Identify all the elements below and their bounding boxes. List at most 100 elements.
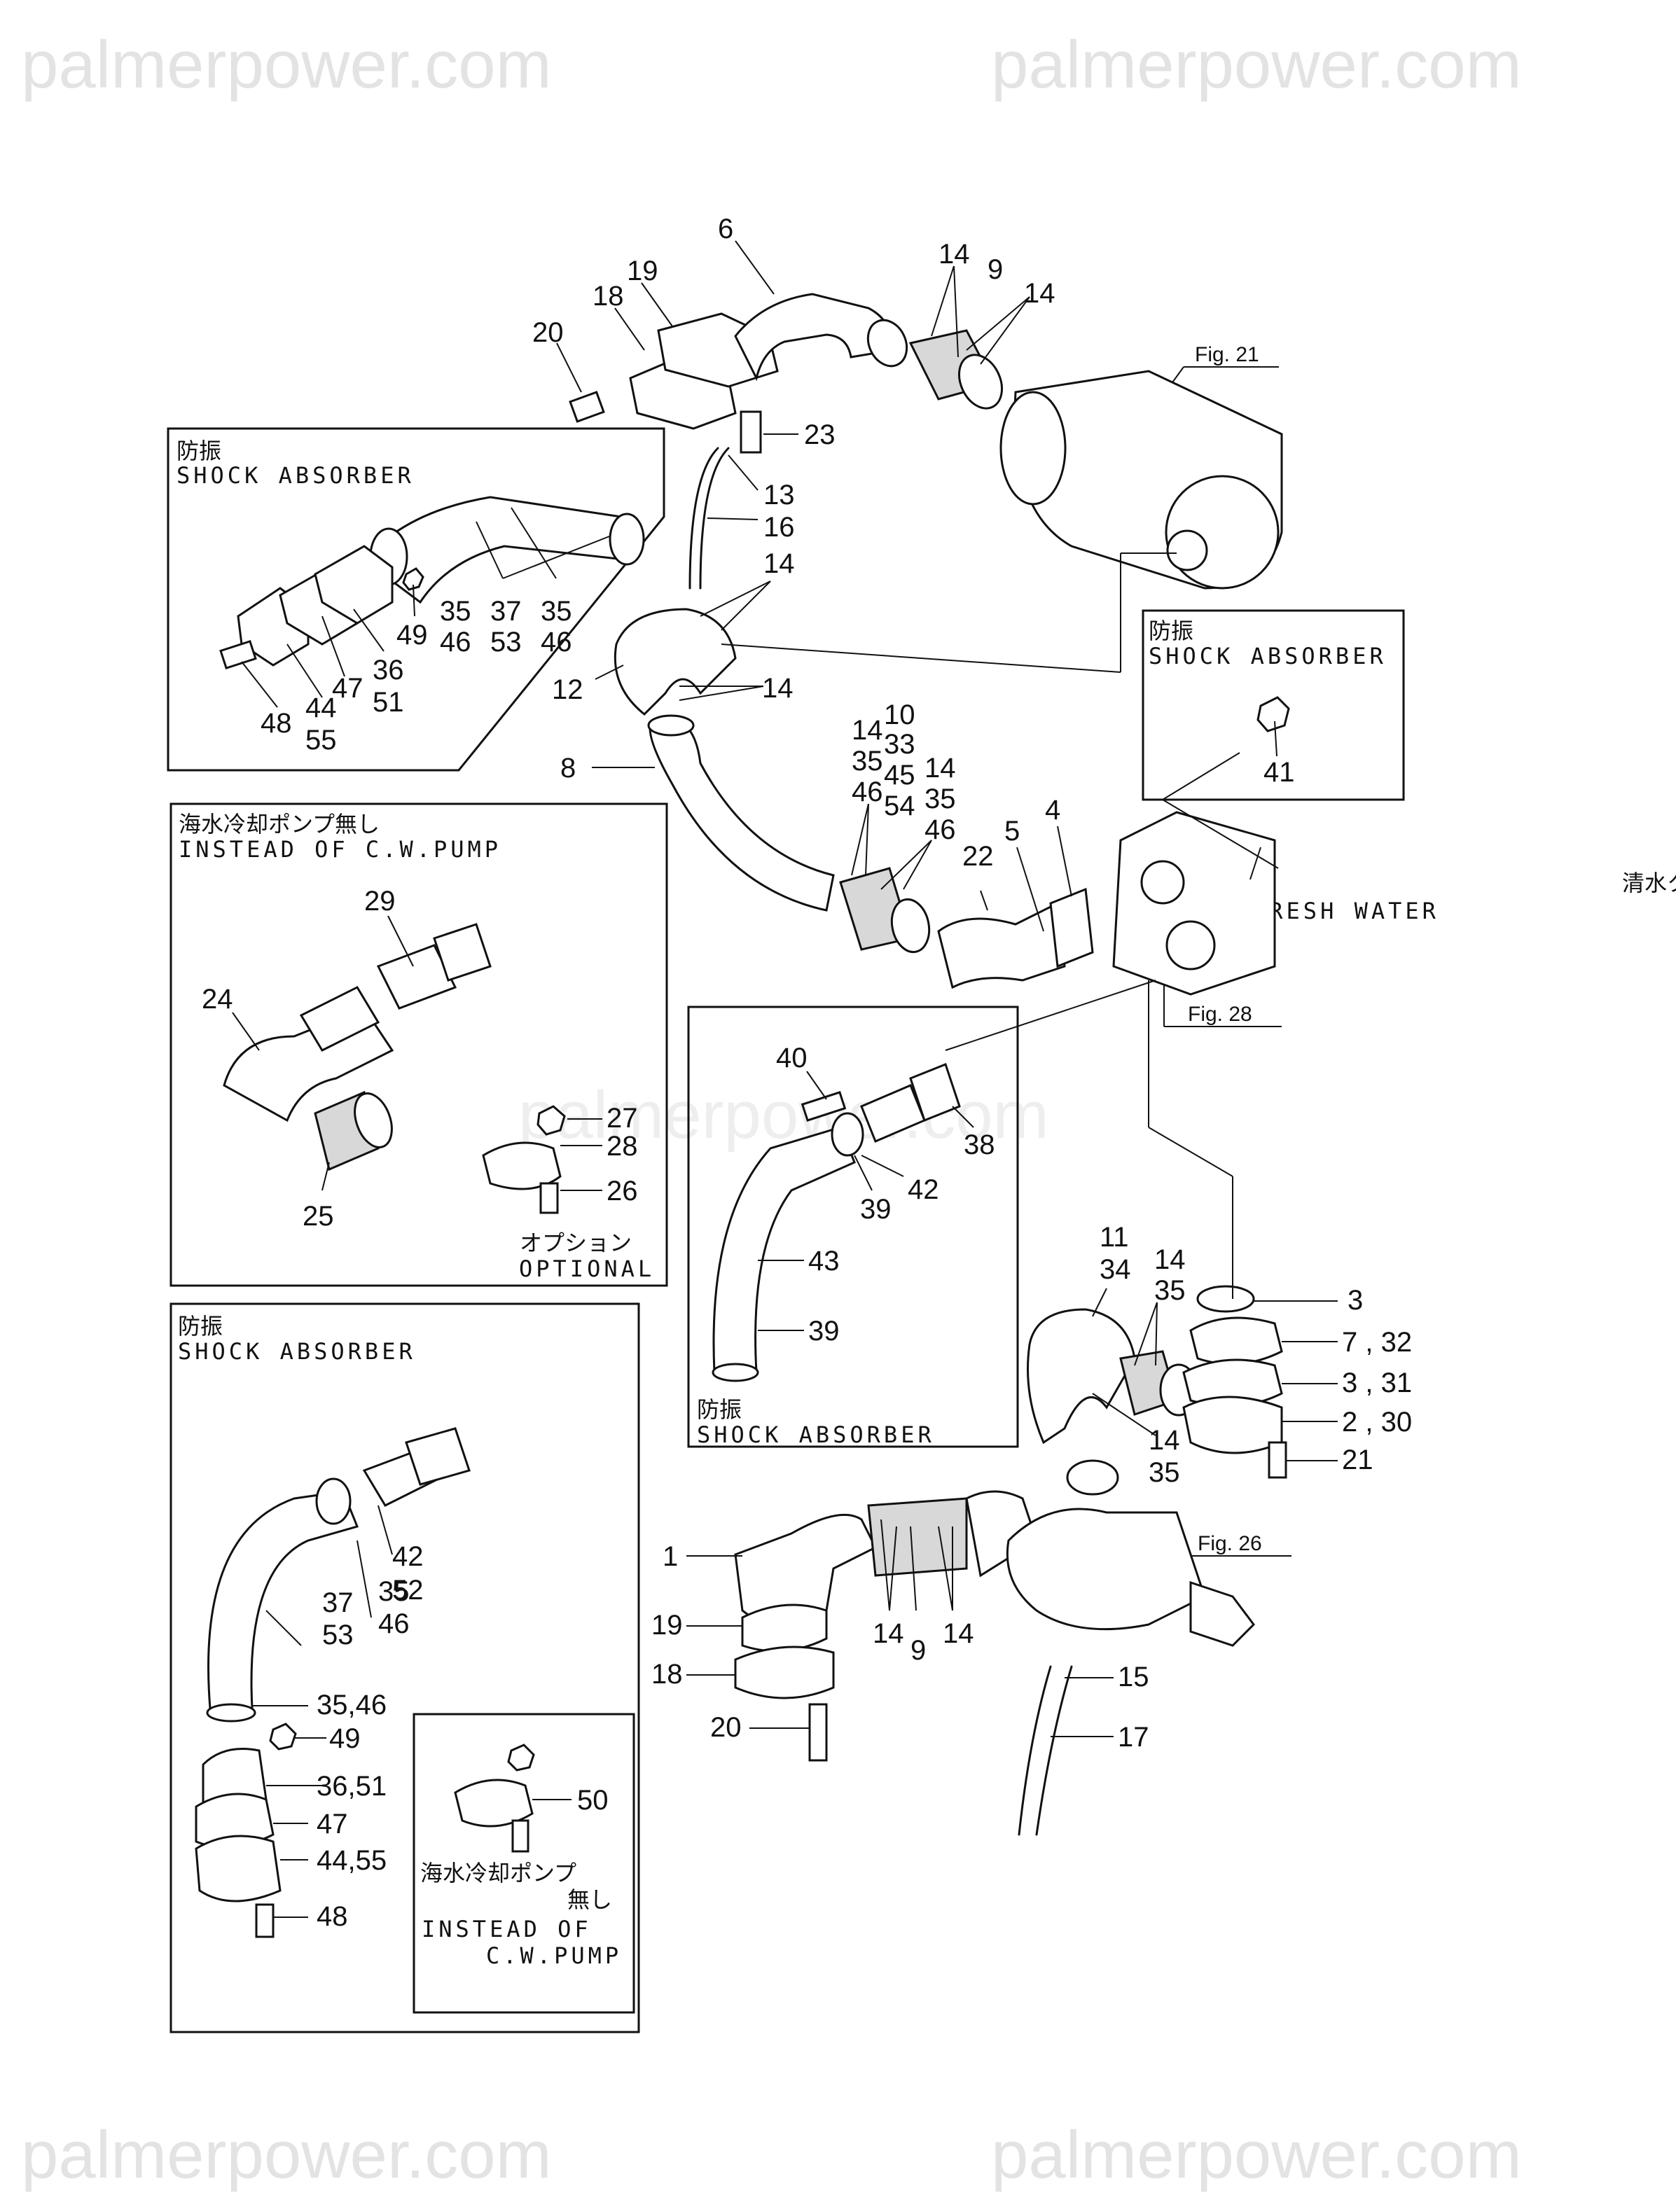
bolt-48 bbox=[219, 639, 257, 670]
flange-4 bbox=[1049, 887, 1094, 968]
sensor-23 bbox=[740, 410, 762, 454]
plate-50 bbox=[454, 1779, 534, 1828]
figure-references: Fig. 21 Fig. 28 Fig. 26 bbox=[1124, 343, 1291, 1565]
watermarks: palmerpower.com palmerpower.com palmerpo… bbox=[21, 27, 1522, 2192]
callout-29: 29 bbox=[364, 886, 396, 917]
callout-14: 14 bbox=[873, 1618, 904, 1649]
callout-27: 27 bbox=[607, 1103, 638, 1134]
callout-20: 20 bbox=[710, 1712, 742, 1743]
hose-35-right bbox=[609, 513, 645, 566]
nut-41 bbox=[1256, 696, 1290, 732]
callout-35: 35 bbox=[924, 784, 956, 814]
callout-42: 42 bbox=[908, 1174, 939, 1205]
callout-7-32: 7 , 32 bbox=[1342, 1327, 1412, 1358]
instead-of-pump-box bbox=[169, 802, 668, 1287]
callout-51: 51 bbox=[373, 687, 404, 718]
callout-43: 43 bbox=[808, 1246, 840, 1277]
fresh-water-cooler-housing bbox=[1112, 811, 1276, 996]
callout-35: 35 bbox=[541, 596, 572, 627]
callout-26: 26 bbox=[607, 1176, 638, 1206]
bolt-21 bbox=[1268, 1441, 1287, 1479]
flange-44-55 bbox=[195, 1835, 282, 1903]
tube-17 bbox=[1018, 1665, 1052, 1836]
callout-46: 46 bbox=[440, 627, 471, 658]
watermark-bottom-right: palmerpower.com bbox=[991, 2117, 1522, 2192]
callout-19: 19 bbox=[627, 256, 658, 286]
caption-shock-jp-2: 防振 bbox=[1149, 618, 1193, 644]
caption-fresh-en: FRESH WATER bbox=[1252, 898, 1439, 924]
callout-14: 14 bbox=[1149, 1425, 1180, 1456]
callout-35-46: 35,46 bbox=[317, 1690, 387, 1720]
hose-9-bottom bbox=[867, 1497, 968, 1577]
callout-46: 46 bbox=[924, 814, 956, 845]
plate-28 bbox=[482, 1141, 562, 1190]
callout-19: 19 bbox=[651, 1610, 683, 1641]
gasket-7 bbox=[1189, 1316, 1283, 1365]
caption-instead-en-a: INSTEAD OF bbox=[422, 1916, 592, 1942]
callout-45: 45 bbox=[884, 760, 915, 791]
hose-39-bottom bbox=[712, 1363, 759, 1382]
callout-33: 33 bbox=[884, 729, 915, 760]
cooler-end-cap bbox=[999, 391, 1067, 506]
callout-21: 21 bbox=[1342, 1445, 1373, 1475]
callout-38: 38 bbox=[964, 1129, 995, 1160]
elbow-12 bbox=[614, 608, 737, 716]
callout-50: 50 bbox=[577, 1785, 609, 1816]
callout-14: 14 bbox=[924, 753, 956, 784]
callout-36-51: 36,51 bbox=[317, 1771, 387, 1802]
callout-41: 41 bbox=[1263, 757, 1295, 788]
watermark-top-left: palmerpower.com bbox=[21, 27, 552, 102]
callout-numbers: 6 19 18 20 14 9 14 23 13 16 14 12 14 8 3… bbox=[202, 214, 1412, 1932]
caption-optional-jp: オプション bbox=[520, 1230, 632, 1256]
caption-instead-jp-a: 海水冷却ポンプ bbox=[420, 1860, 576, 1886]
callout-52: 52 bbox=[392, 1575, 424, 1606]
callout-16: 16 bbox=[763, 512, 795, 543]
callout-4: 4 bbox=[1045, 795, 1060, 826]
callout-2-30: 2 , 30 bbox=[1342, 1407, 1412, 1438]
callout-28: 28 bbox=[607, 1131, 638, 1162]
fig-26-label: Fig. 26 bbox=[1198, 1532, 1262, 1555]
bolt-20-top bbox=[569, 391, 605, 423]
elbow-1 bbox=[734, 1513, 878, 1633]
callout-14: 14 bbox=[943, 1618, 974, 1649]
callout-54: 54 bbox=[884, 791, 915, 821]
pump-inlet bbox=[1066, 1459, 1119, 1496]
callout-9: 9 bbox=[910, 1635, 926, 1666]
callout-37: 37 bbox=[322, 1587, 354, 1618]
callout-40: 40 bbox=[776, 1043, 808, 1073]
callout-3-31: 3 , 31 bbox=[1342, 1368, 1412, 1398]
callout-53: 53 bbox=[322, 1620, 354, 1650]
watermark-bottom-left: palmerpower.com bbox=[21, 2117, 552, 2192]
callout-1: 1 bbox=[663, 1541, 678, 1572]
callout-18: 18 bbox=[593, 281, 624, 312]
pipe-bottom bbox=[965, 1490, 1038, 1578]
callout-22: 22 bbox=[962, 841, 994, 872]
callout-35: 35 bbox=[1154, 1275, 1186, 1306]
callout-8: 8 bbox=[560, 753, 576, 784]
inset-frames bbox=[167, 427, 1405, 2033]
callout-6: 6 bbox=[718, 214, 733, 244]
instead-of-pump-subbox bbox=[413, 1713, 635, 2014]
callout-13: 13 bbox=[763, 480, 795, 510]
gasket-38 bbox=[909, 1063, 961, 1122]
callout-14: 14 bbox=[1024, 278, 1055, 309]
caption-shock-en-1: SHOCK ABSORBER bbox=[176, 462, 415, 489]
callout-46: 46 bbox=[852, 777, 883, 807]
caption-instead-en-b: C.W.PUMP bbox=[486, 1942, 622, 1969]
caption-instead-jp-b: 無し bbox=[567, 1886, 612, 1913]
flange-2 bbox=[1182, 1396, 1283, 1454]
caption-optional-en: OPTIONAL bbox=[519, 1255, 655, 1282]
gasket-3 bbox=[1196, 1285, 1255, 1313]
shock-absorber-box-3 bbox=[687, 1006, 1019, 1448]
elbow-11 bbox=[1027, 1308, 1136, 1445]
bolt-26 bbox=[539, 1182, 559, 1214]
callout-44: 44 bbox=[305, 693, 337, 723]
flange-29 bbox=[376, 944, 457, 1010]
gasket-19-bottom bbox=[741, 1604, 828, 1653]
callout-46: 46 bbox=[378, 1608, 410, 1639]
callout-35: 35 bbox=[378, 1576, 410, 1607]
watermark-top-right: palmerpower.com bbox=[991, 27, 1522, 102]
callout-14: 14 bbox=[1154, 1244, 1186, 1275]
